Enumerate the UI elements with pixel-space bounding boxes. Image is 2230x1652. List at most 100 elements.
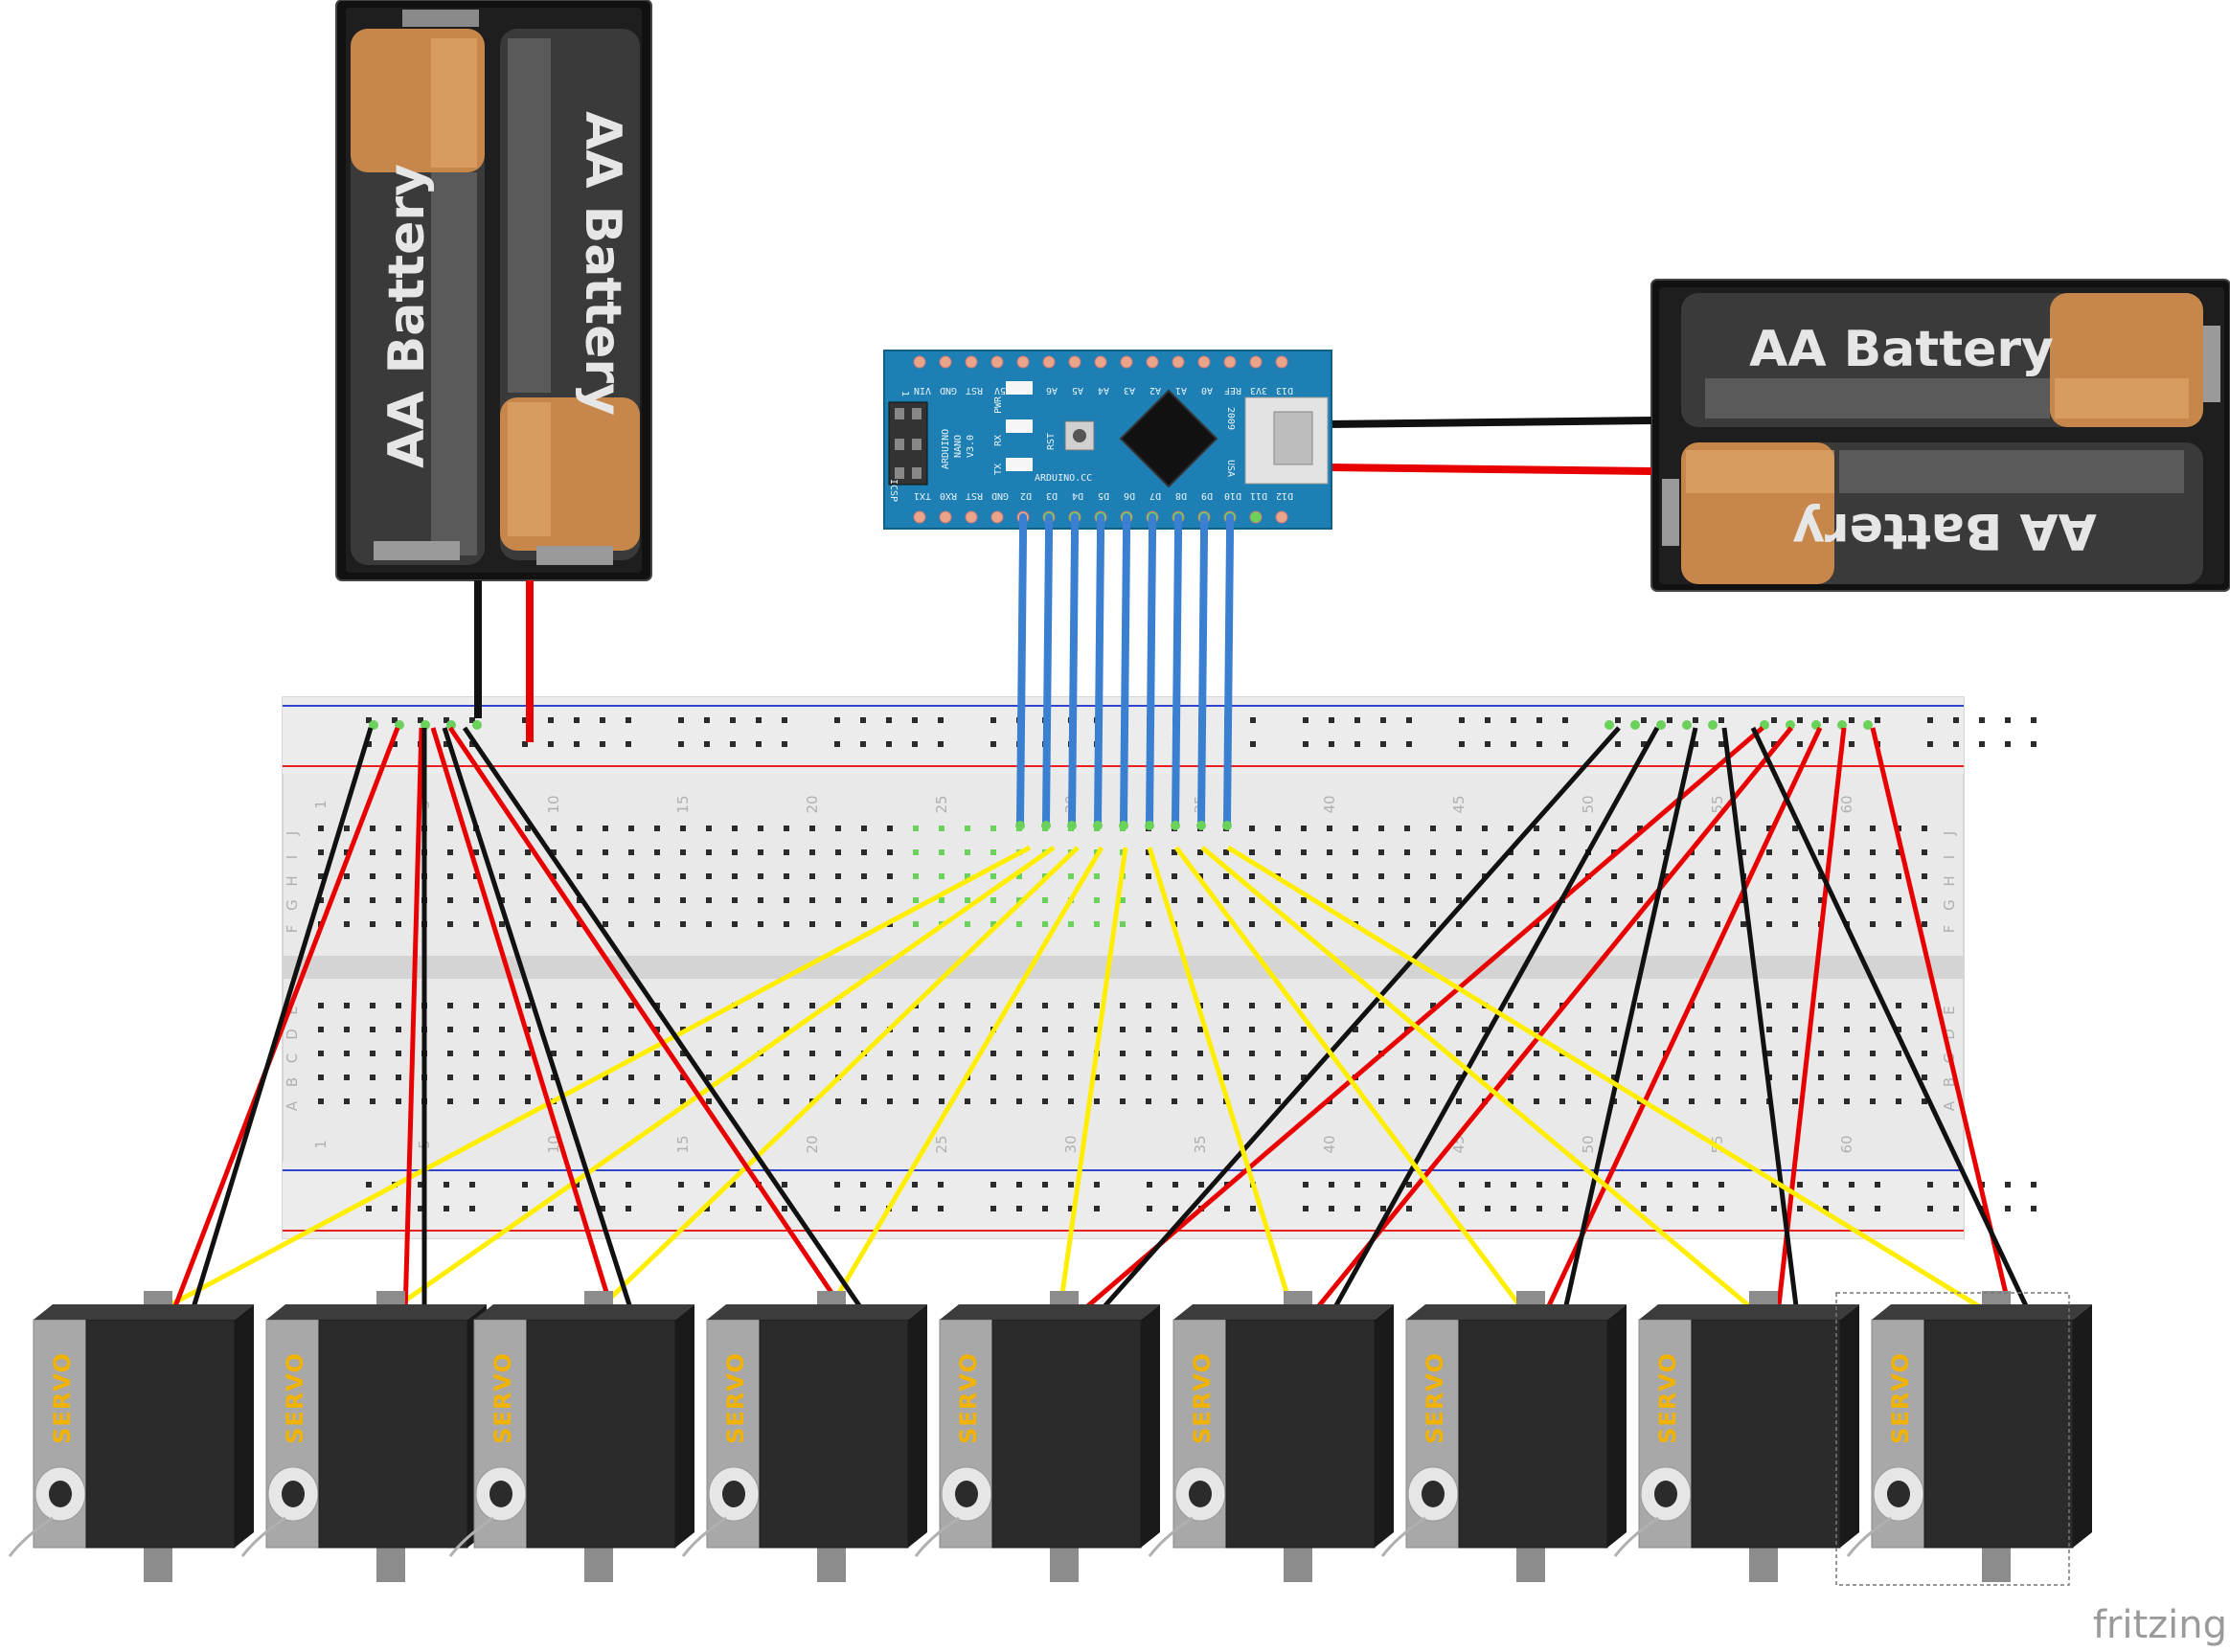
terminal-hole: [1559, 873, 1565, 879]
wire-end: [1222, 821, 1232, 830]
terminal-hole: [1663, 897, 1669, 903]
terminal-hole: [396, 1075, 401, 1080]
rail-hole-active: [1837, 720, 1847, 730]
terminal-hole: [1146, 1027, 1151, 1032]
terminal-hole: [525, 1003, 531, 1008]
terminal-hole: [1896, 1075, 1901, 1080]
rail-hole: [366, 1182, 372, 1188]
nano-pin: [1068, 355, 1081, 369]
terminal-hole: [1301, 897, 1307, 903]
terminal-hole: [939, 1051, 944, 1056]
servo-label: SERVO: [489, 1352, 516, 1444]
terminal-hole: [1068, 873, 1074, 879]
servo-label: SERVO: [282, 1352, 308, 1444]
terminal-hole: [344, 897, 350, 903]
terminal-hole: [1689, 897, 1695, 903]
rail-hole: [1250, 741, 1256, 747]
terminal-hole: [1792, 1098, 1798, 1104]
row-letter: H: [1941, 875, 1958, 886]
terminal-hole: [1715, 1075, 1720, 1080]
nano-pin-label: GND: [991, 490, 1009, 501]
icsp-label: ICSP: [888, 479, 899, 502]
mcu-chip: [1119, 389, 1218, 488]
terminal-hole: [1042, 1003, 1048, 1008]
terminal-hole: [577, 921, 582, 927]
nano-pin-label: D6: [1124, 490, 1135, 501]
terminal-hole: [603, 849, 608, 855]
terminal-hole: [447, 873, 453, 879]
terminal-hole: [1818, 1075, 1824, 1080]
rail-hole: [1797, 1206, 1803, 1211]
terminal-hole: [1197, 1098, 1203, 1104]
terminal-hole: [1922, 1051, 1927, 1056]
servo-motor: SERVO: [8, 1291, 254, 1582]
servo-body: [1691, 1319, 1841, 1549]
terminal-hole: [1844, 1098, 1850, 1104]
terminal-hole: [473, 897, 479, 903]
terminal-hole: [706, 1098, 712, 1104]
terminal-hole: [939, 826, 944, 831]
terminal-hole: [551, 1003, 557, 1008]
terminal-hole: [344, 1098, 350, 1104]
nano-text-line: NANO: [953, 435, 964, 458]
terminal-hole: [473, 849, 479, 855]
terminal-hole: [784, 849, 789, 855]
terminal-hole: [1766, 826, 1772, 831]
terminal-hole: [1094, 921, 1100, 927]
terminal-hole: [447, 1075, 453, 1080]
terminal-hole: [835, 849, 841, 855]
terminal-hole: [499, 1098, 505, 1104]
nano-pin-label: D10: [1224, 490, 1241, 501]
terminal-hole: [1637, 1051, 1643, 1056]
rail-hole: [1147, 1182, 1152, 1188]
terminal-hole: [1094, 1098, 1100, 1104]
terminal-hole: [1689, 921, 1695, 927]
terminal-hole: [784, 1003, 789, 1008]
rail-hole: [1615, 1182, 1621, 1188]
terminal-hole: [706, 1027, 712, 1032]
rail-hole: [1380, 741, 1386, 747]
terminal-hole: [1430, 897, 1436, 903]
rail-hole: [756, 1206, 762, 1211]
terminal-hole: [1741, 1003, 1746, 1008]
terminal-hole: [1353, 873, 1358, 879]
rail-hole: [834, 717, 840, 723]
rail-hole: [1329, 741, 1334, 747]
rail-hole: [1172, 1206, 1178, 1211]
servo-side-face: [1607, 1304, 1627, 1548]
terminal-hole: [1896, 1098, 1901, 1104]
terminal-hole: [1922, 849, 1927, 855]
terminal-hole: [603, 1051, 608, 1056]
rail-hole: [834, 741, 840, 747]
battery-label: AA Battery: [1792, 502, 2097, 559]
terminal-hole: [1922, 1027, 1927, 1032]
terminal-hole: [1353, 1027, 1358, 1032]
terminal-hole: [758, 1075, 763, 1080]
terminal-hole: [1611, 1075, 1617, 1080]
rail-hole: [704, 1206, 710, 1211]
rail-hole: [2031, 1182, 2037, 1188]
servo-signal-wire: [824, 846, 1104, 1316]
rail-hole: [522, 1206, 528, 1211]
terminal-hole: [861, 897, 867, 903]
nano-pin-label: D4: [1072, 490, 1083, 501]
terminal-hole: [499, 1027, 505, 1032]
terminal-hole: [1094, 1027, 1100, 1032]
rail-hole: [1485, 741, 1490, 747]
terminal-hole: [551, 921, 557, 927]
terminal-hole: [861, 1075, 867, 1080]
terminal-hole: [1870, 1075, 1876, 1080]
terminal-hole: [784, 826, 789, 831]
row-letter: I: [1941, 855, 1958, 859]
terminal-hole: [577, 849, 582, 855]
servo-tab-bottom: [817, 1542, 846, 1582]
rail-hole: [1953, 1182, 1959, 1188]
rail-hole: [548, 717, 554, 723]
nano-pin: [1249, 355, 1263, 369]
terminal-hole: [913, 1098, 919, 1104]
servo-motor: SERVO: [1846, 1291, 2092, 1582]
rail-hole: [1536, 1182, 1542, 1188]
terminal-hole: [784, 1075, 789, 1080]
servo-label: SERVO: [1189, 1352, 1216, 1444]
terminal-hole: [1275, 897, 1281, 903]
